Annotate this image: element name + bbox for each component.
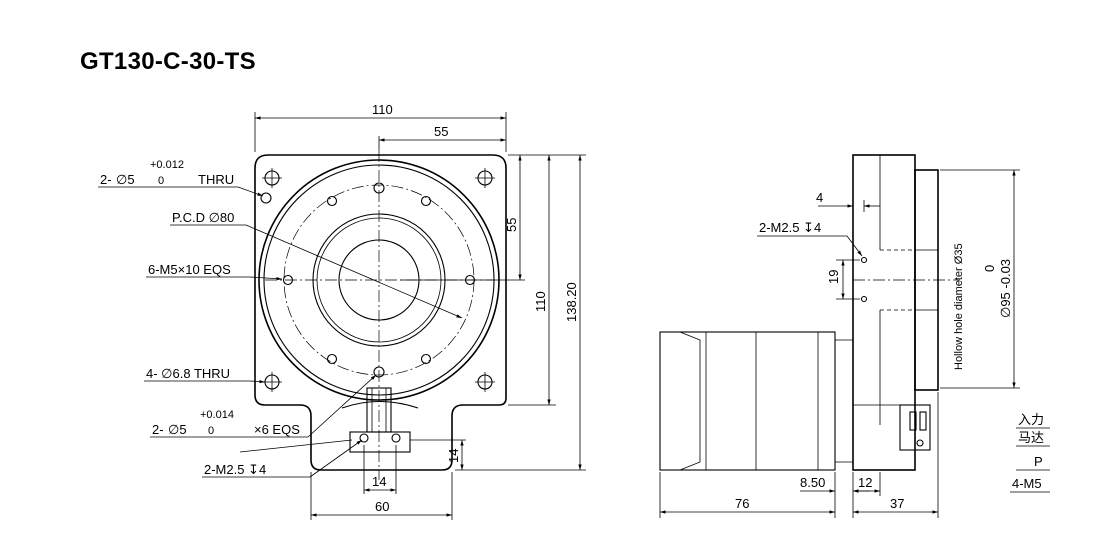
drawing-title: GT130-C-30-TS (80, 48, 256, 75)
dim-110-vertical: 110 (533, 291, 548, 312)
dim-55-top: 55 (434, 124, 448, 139)
side-flange (914, 169, 939, 391)
svg-text:6-M5×10 EQS: 6-M5×10 EQS (148, 262, 231, 277)
side-housing (852, 154, 916, 471)
svg-text:4-M5: 4-M5 (1012, 476, 1042, 491)
svg-text:THRU: THRU (198, 172, 234, 187)
label-hollow-hole: Hollow hole diameter Ø35 (953, 243, 965, 370)
svg-text:入力: 入力 (1018, 412, 1044, 427)
dim-138-vertical: 138.20 (564, 282, 579, 322)
svg-text:∅5: ∅5 (168, 422, 187, 437)
dim-60: 60 (375, 499, 389, 514)
dim-55-vertical: 55 (504, 218, 519, 232)
side-view: 4 2-M2.5 ↧4 19 Hollow hole diameter Ø35 … (659, 154, 1050, 518)
dim-19: 19 (826, 270, 841, 284)
svg-text:0: 0 (208, 425, 214, 437)
svg-text:0: 0 (158, 175, 164, 187)
front-view: 110 55 55 110 138.20 14 14 60 2- ∅5 (98, 102, 586, 520)
front-housing-outline (254, 154, 507, 471)
callout-corner-holes: 4- ∅6.8 THRU (144, 366, 266, 384)
svg-text:P: P (1034, 454, 1043, 469)
motor-body (659, 331, 836, 471)
label-flange-dia: ∅95 -0.03 (998, 259, 1013, 318)
svg-text:×6 EQS: ×6 EQS (254, 422, 300, 437)
callout-m25-side: 2-M2.5 ↧4 (759, 220, 821, 235)
callout-pin-top: 2- ∅5 +0.012 0 THRU (98, 159, 264, 197)
encoder-bracket (341, 387, 419, 453)
svg-text:P.C.D ∅80: P.C.D ∅80 (172, 210, 234, 225)
svg-text:2-: 2- (100, 172, 112, 187)
clipped-callouts: 入力 马达 P 4-M5 (1010, 412, 1050, 493)
svg-text:4- ∅6.8 THRU: 4- ∅6.8 THRU (146, 366, 230, 381)
svg-text:+0.014: +0.014 (200, 409, 234, 421)
dim-14-horizontal: 14 (372, 474, 386, 489)
callout-m25-front: 2-M2.5 ↧4 (202, 439, 363, 478)
pcd-holes (260, 182, 476, 378)
svg-text:2-M2.5 ↧4: 2-M2.5 ↧4 (204, 462, 266, 477)
svg-text:2-: 2- (152, 422, 164, 437)
dim-37: 37 (890, 496, 904, 511)
svg-text:+0.012: +0.012 (150, 159, 184, 171)
dim-4-side: 4 (816, 190, 823, 205)
svg-text:马达: 马达 (1018, 430, 1044, 445)
dim-76: 76 (735, 496, 749, 511)
flange-tol-upper: 0 (982, 265, 997, 272)
dim-850: 8.50 (800, 475, 825, 490)
callout-pcd: P.C.D ∅80 (170, 210, 463, 319)
callout-pin-bottom: 2- ∅5 +0.014 0 ×6 EQS (150, 374, 377, 438)
dim-12: 12 (858, 475, 872, 490)
callout-threads: 6-M5×10 EQS (146, 262, 283, 281)
dim-110-top: 110 (372, 102, 393, 117)
svg-text:∅5: ∅5 (116, 172, 135, 187)
dim-14-vertical: 14 (446, 449, 461, 463)
